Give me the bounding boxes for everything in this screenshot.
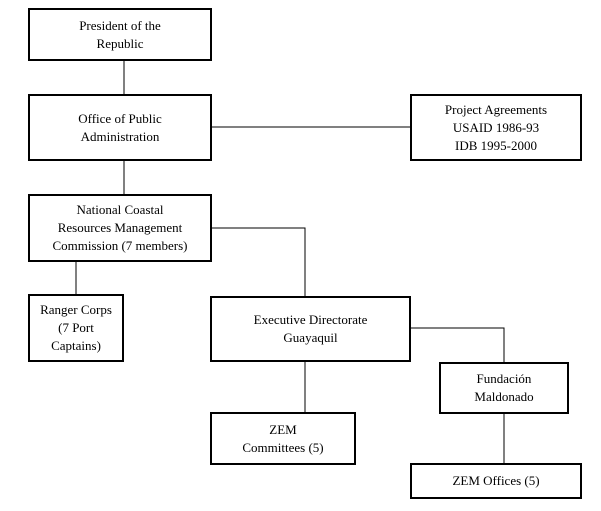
zem-committees-label-line-2: Committees (5) (242, 439, 324, 455)
zem-committees-box: ZEM Committees (5) (210, 412, 356, 465)
project-label-line-3: IDB 1995-2000 (455, 137, 537, 153)
connector-directorate-fundacion (411, 327, 505, 362)
office-label-line-1: Office of Public (78, 110, 162, 126)
directorate-label-line-1: Executive Directorate (253, 312, 368, 327)
project-label-line-2: USAID 1986-93 (452, 119, 540, 135)
ranger-label-line-2: (7 Port (58, 320, 94, 335)
project-agreements-box: Project Agreements USAID 1986-93 IDB 199… (410, 94, 582, 161)
fundacion-label-line-1: Fundación (476, 371, 532, 386)
president-label-line-1: President of the (79, 17, 161, 33)
fundacion-label-line-2: Maldonado (474, 389, 534, 404)
connector-commission-directorate (212, 227, 306, 296)
president-box: President of the Republic (28, 8, 212, 61)
office-of-public-administration-box: Office of Public Administration (28, 94, 212, 161)
ranger-corps-box: Ranger Corps (7 Port Captains) (28, 294, 124, 362)
ranger-label-line-1: Ranger Corps (40, 302, 112, 317)
zem-committees-label-line-1: ZEM (269, 421, 297, 437)
executive-directorate-box: Executive Directorate Guayaquil (210, 296, 411, 362)
commission-label-line-2: Resources Management (57, 220, 183, 235)
project-label-line-1: Project Agreements (444, 101, 548, 117)
commission-label-line-1: National Coastal (76, 202, 164, 217)
fundacion-maldonado-box: Fundación Maldonado (439, 362, 569, 414)
ranger-label-line-3: Captains) (51, 338, 101, 353)
zem-offices-box: ZEM Offices (5) (410, 463, 582, 499)
zem-offices-label: ZEM Offices (5) (452, 473, 540, 488)
office-label-line-2: Administration (80, 128, 160, 144)
directorate-label-line-2: Guayaquil (283, 330, 338, 345)
president-label-line-2: Republic (96, 35, 144, 51)
commission-label-line-3: Commission (7 members) (52, 238, 188, 253)
national-coastal-commission-box: National Coastal Resources Management Co… (28, 194, 212, 262)
